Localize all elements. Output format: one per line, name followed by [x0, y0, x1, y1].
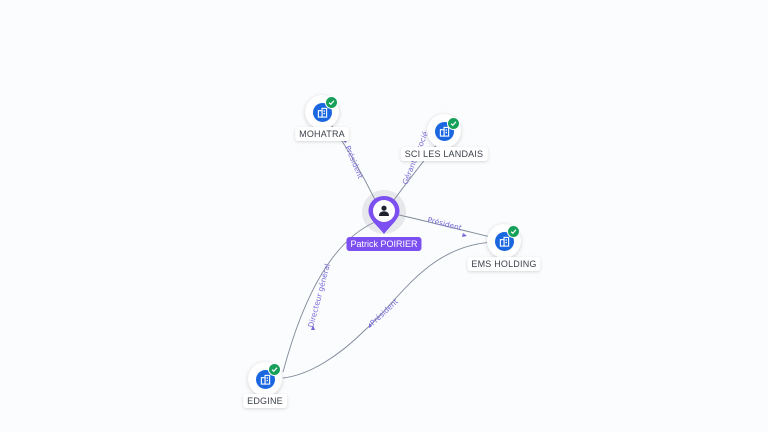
verified-check-icon: [268, 363, 281, 376]
person-pin[interactable]: [367, 195, 401, 235]
edge-arrow: [462, 233, 467, 237]
person-icon: [379, 205, 389, 216]
edge-label-ems-edgine: Président: [368, 297, 400, 327]
verified-check-icon: [447, 117, 460, 130]
edge-ems-edgine: [282, 241, 504, 379]
company-node-sci-les-landais[interactable]: SCI LES LANDAIS: [400, 114, 536, 174]
company-node-ems-holding[interactable]: EMS HOLDING: [467, 224, 596, 284]
edge-arrow: [369, 323, 372, 328]
person-label: Patrick POIRIER: [346, 237, 422, 251]
company-label-mohatra: MOHATRA: [295, 127, 349, 141]
company-label-edgine: EDGINE: [243, 394, 287, 408]
verified-check-icon: [325, 96, 338, 109]
verified-check-icon: [507, 225, 520, 238]
edge-patrick-edgine: [282, 221, 376, 373]
edge-label-patrick-ems: Président: [427, 215, 463, 232]
edge-arrow: [311, 325, 315, 330]
company-label-ems-holding: EMS HOLDING: [467, 257, 541, 271]
company-label-sci-les-landais: SCI LES LANDAIS: [400, 147, 488, 161]
company-node-mohatra[interactable]: MOHATRA: [295, 95, 413, 155]
company-node-edgine[interactable]: EDGINE: [243, 362, 357, 422]
